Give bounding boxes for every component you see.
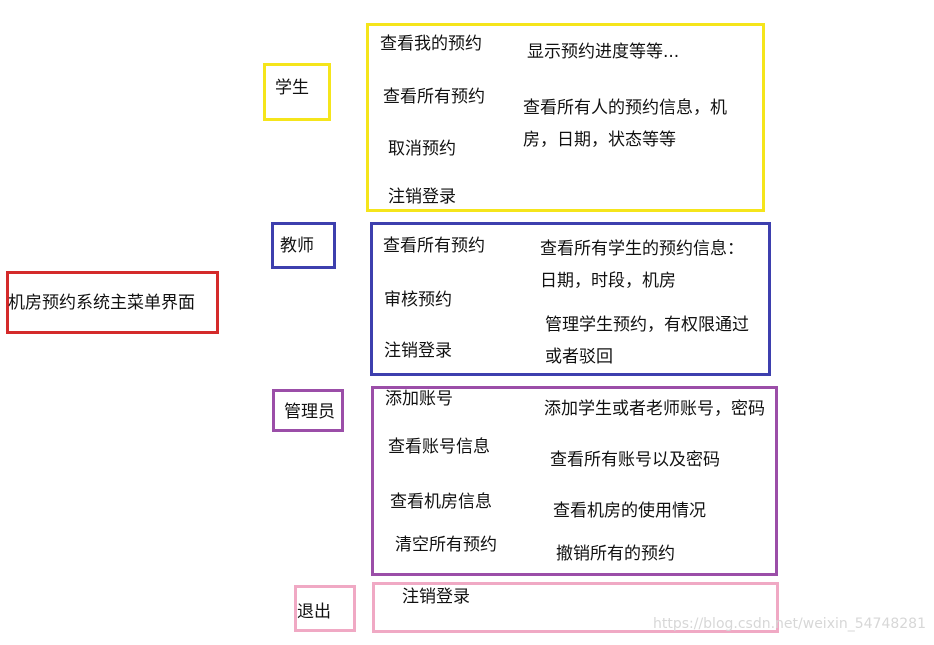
student-item-view-all: 查看所有预约: [383, 87, 485, 107]
main-menu-label: 机房预约系统主菜单界面: [8, 293, 195, 313]
student-item-logout: 注销登录: [388, 187, 456, 207]
student-label-box: [263, 63, 331, 121]
teacher-item-review: 审核预约: [384, 290, 452, 310]
admin-desc-view-rooms: 查看机房的使用情况: [553, 501, 706, 521]
admin-item-clear-all: 清空所有预约: [395, 535, 497, 555]
main-menu-box: [6, 271, 219, 334]
student-desc-progress: 显示预约进度等等...: [527, 42, 680, 62]
watermark: https://blog.csdn.net/weixin_54748281: [652, 616, 926, 632]
student-desc-view-all: 查看所有人的预约信息，机房，日期，状态等等: [523, 98, 727, 150]
teacher-item-view-all: 查看所有预约: [383, 236, 485, 256]
student-item-view-my: 查看我的预约: [380, 34, 482, 54]
teacher-label: 教师: [280, 236, 314, 256]
admin-item-add-account: 添加账号: [385, 389, 453, 409]
exit-label: 退出: [297, 602, 331, 622]
admin-desc-view-accounts: 查看所有账号以及密码: [550, 450, 720, 470]
exit-label-box: [294, 585, 356, 632]
student-functions-box: [366, 23, 765, 212]
admin-item-view-rooms: 查看机房信息: [390, 492, 492, 512]
teacher-desc-view-all: 查看所有学生的预约信息：日期，时段，机房: [540, 239, 744, 291]
admin-functions-box: [371, 386, 778, 576]
teacher-item-logout: 注销登录: [384, 341, 452, 361]
admin-item-view-accounts: 查看账号信息: [388, 437, 490, 457]
exit-item-logout: 注销登录: [402, 587, 470, 607]
admin-label: 管理员: [284, 402, 335, 422]
admin-label-box: [272, 389, 344, 432]
teacher-functions-box: [370, 222, 771, 376]
student-item-cancel: 取消预约: [388, 139, 456, 159]
student-label: 学生: [275, 78, 309, 98]
teacher-label-box: [271, 222, 336, 269]
exit-functions-box: [372, 582, 779, 633]
admin-desc-clear-all: 撤销所有的预约: [556, 544, 675, 564]
teacher-desc-manage: 管理学生预约，有权限通过或者驳回: [545, 315, 749, 367]
admin-desc-add-account: 添加学生或者老师账号，密码: [544, 399, 765, 419]
